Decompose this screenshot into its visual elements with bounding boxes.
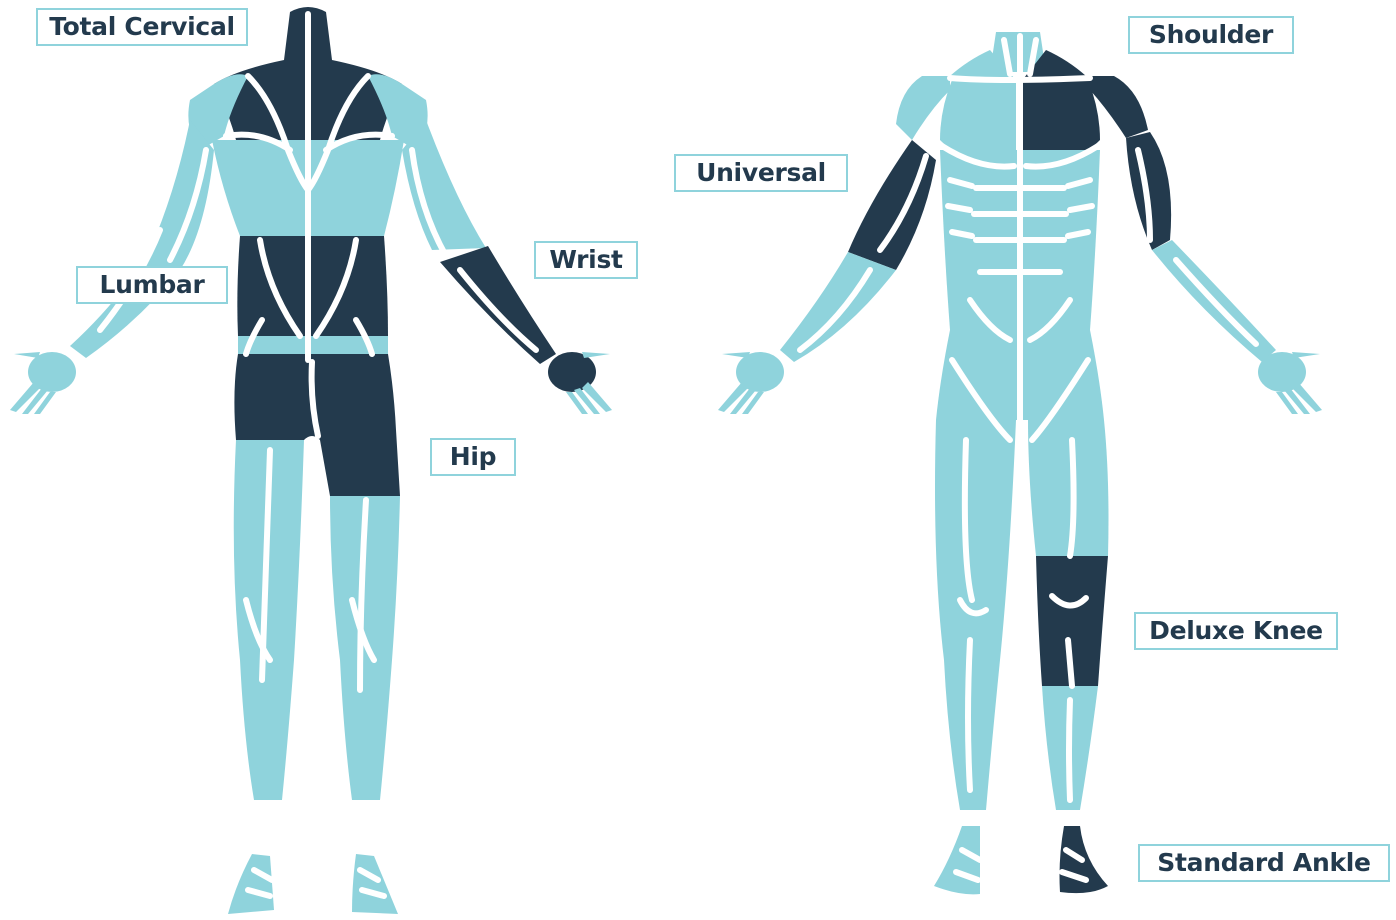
label-deluxe-knee[interactable]: Deluxe Knee	[1134, 612, 1338, 650]
label-hip[interactable]: Hip	[430, 438, 516, 476]
label-lumbar[interactable]: Lumbar	[76, 266, 228, 304]
front-left-forearm	[780, 252, 896, 362]
back-view-figure	[10, 7, 612, 914]
label-universal[interactable]: Universal	[674, 154, 848, 192]
back-left-arm	[70, 120, 214, 358]
back-right-foot	[352, 854, 398, 914]
label-total-cervical[interactable]: Total Cervical	[36, 8, 248, 46]
back-right-upper-arm	[402, 120, 486, 250]
front-left-foot	[934, 826, 980, 894]
label-shoulder[interactable]: Shoulder	[1128, 16, 1294, 54]
label-standard-ankle[interactable]: Standard Ankle	[1138, 844, 1390, 882]
label-wrist[interactable]: Wrist	[534, 241, 638, 279]
back-left-foot	[228, 854, 274, 914]
front-right-thigh	[1028, 420, 1109, 556]
